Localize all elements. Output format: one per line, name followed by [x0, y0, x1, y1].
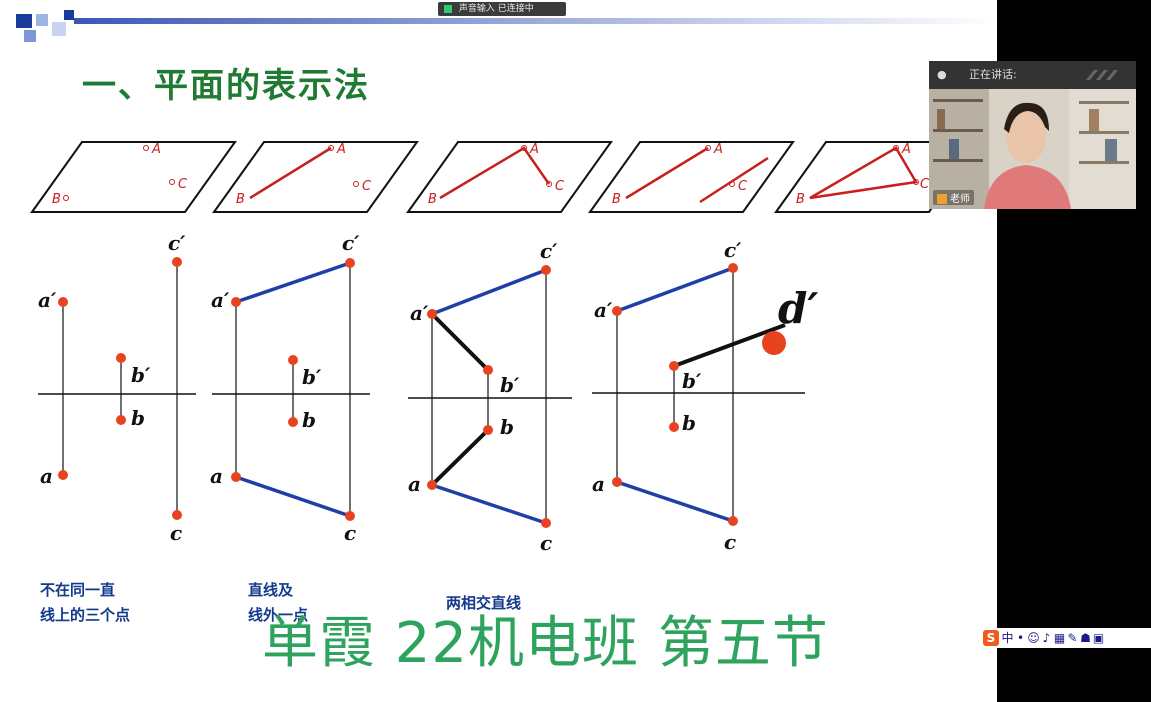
svg-text:a: a — [592, 472, 605, 496]
svg-text:C: C — [362, 179, 372, 194]
point-d-prime — [762, 331, 786, 355]
svg-text:a: a — [408, 472, 421, 496]
svg-text:c: c — [540, 531, 552, 555]
svg-text:b: b — [302, 408, 316, 432]
ime-language-toggle[interactable]: 中 — [1001, 631, 1014, 645]
point-a-prime — [58, 297, 68, 307]
projection-diagram-1: a′ a b′ b c′ c — [38, 231, 196, 545]
caption-three-points: 不在同一直 线上的三个点 — [40, 578, 130, 628]
svg-text:b′: b′ — [302, 365, 322, 389]
projection-diagram-4: a′ a b′ b c′ c d′ — [592, 238, 818, 554]
participant-name-tag: 老师 — [933, 190, 974, 205]
skin-icon[interactable]: ✎ — [1067, 631, 1078, 645]
user-icon[interactable]: ☗ — [1080, 631, 1091, 645]
svg-text:c: c — [344, 521, 356, 545]
class-watermark: 单霞 22机电班 第五节 — [262, 611, 829, 676]
slide-canvas: 声音输入 已连接中 一、平面的表示法 A C B A C B A — [0, 0, 997, 702]
punctuation-icon[interactable]: • — [1016, 631, 1025, 645]
svg-text:c: c — [724, 530, 736, 554]
svg-text:c: c — [170, 521, 182, 545]
voice-icon[interactable]: ♪ — [1042, 631, 1051, 645]
svg-text:C: C — [178, 177, 188, 192]
point-c — [172, 510, 182, 520]
caption-line: 两相交直线 — [446, 594, 522, 612]
svg-text:c′: c′ — [540, 239, 558, 263]
svg-text:b: b — [682, 411, 696, 435]
speaker-video-window[interactable]: ● 正在讲话: 老师 — [929, 61, 1136, 209]
svg-text:c′: c′ — [724, 238, 742, 262]
svg-text:d′: d′ — [778, 284, 818, 333]
svg-text:a′: a′ — [211, 288, 230, 312]
projection-diagrams: A C B A C B A C B — [30, 141, 981, 555]
svg-text:b′: b′ — [682, 369, 702, 393]
projection-diagram-2: a′ a b′ b c′ c — [210, 231, 370, 545]
point-b-prime — [116, 353, 126, 363]
svg-text:B: B — [612, 192, 621, 207]
participant-name: 老师 — [950, 194, 970, 205]
svg-text:A: A — [336, 142, 346, 157]
svg-text:C: C — [920, 177, 930, 192]
caption-line: 线外一点 — [248, 606, 309, 624]
emoji-icon[interactable]: ☺ — [1027, 631, 1040, 645]
plane-sketch-3: A C B — [406, 141, 613, 213]
svg-text:A: A — [901, 142, 911, 157]
speaking-label: 正在讲话: — [969, 68, 1017, 81]
svg-text:b: b — [131, 406, 145, 430]
point-a — [58, 470, 68, 480]
svg-text:a: a — [40, 464, 53, 488]
svg-text:B: B — [236, 192, 245, 207]
video-header[interactable]: ● 正在讲话: — [929, 61, 1136, 89]
caption-line: 直线及 — [248, 581, 294, 599]
network-quality-icon — [1086, 70, 1118, 80]
svg-text:a: a — [210, 464, 223, 488]
svg-text:a′: a′ — [410, 301, 429, 325]
caption-line-and-point: 直线及 线外一点 — [248, 578, 308, 628]
svg-text:A: A — [713, 142, 723, 157]
screen-share-status-bar[interactable]: 声音输入 已连接中 — [438, 2, 566, 16]
caption-line: 不在同一直 — [40, 581, 116, 599]
svg-text:B: B — [428, 192, 437, 207]
recording-indicator-icon — [444, 5, 452, 13]
plane-sketch-2: A C B — [212, 141, 419, 213]
svg-text:b′: b′ — [500, 373, 520, 397]
plane-sketch-4: A C B — [588, 141, 795, 213]
svg-text:A: A — [151, 142, 161, 157]
plane-sketch-1: A C B — [30, 141, 237, 213]
point-c-prime — [172, 257, 182, 267]
status-text: 声音输入 已连接中 — [458, 4, 534, 14]
svg-text:C: C — [555, 179, 565, 194]
point-b — [116, 415, 126, 425]
toolbox-icon[interactable]: ▣ — [1092, 631, 1105, 645]
microphone-icon[interactable]: ● — [937, 68, 947, 81]
avatar-icon — [937, 194, 947, 204]
speaker-video-feed — [929, 89, 1136, 209]
caption-intersecting-lines: 两相交直线 — [446, 591, 521, 616]
svg-text:A: A — [529, 142, 539, 157]
svg-text:B: B — [796, 192, 805, 207]
slide-corner-decoration — [16, 10, 997, 42]
caption-line: 线上的三个点 — [40, 606, 131, 624]
svg-text:b′: b′ — [131, 363, 151, 387]
keyboard-icon[interactable]: ▦ — [1053, 631, 1066, 645]
svg-text:c′: c′ — [342, 231, 360, 255]
svg-text:b: b — [500, 415, 514, 439]
slide-title: 一、平面的表示法 — [82, 66, 370, 106]
svg-text:C: C — [738, 179, 748, 194]
svg-text:a′: a′ — [594, 298, 613, 322]
svg-text:B: B — [52, 192, 61, 207]
svg-text:c′: c′ — [168, 231, 186, 255]
projection-diagram-3: a′ a b′ b c′ c — [408, 239, 572, 555]
ime-logo-icon[interactable]: S — [983, 630, 999, 646]
svg-text:a′: a′ — [38, 288, 57, 312]
